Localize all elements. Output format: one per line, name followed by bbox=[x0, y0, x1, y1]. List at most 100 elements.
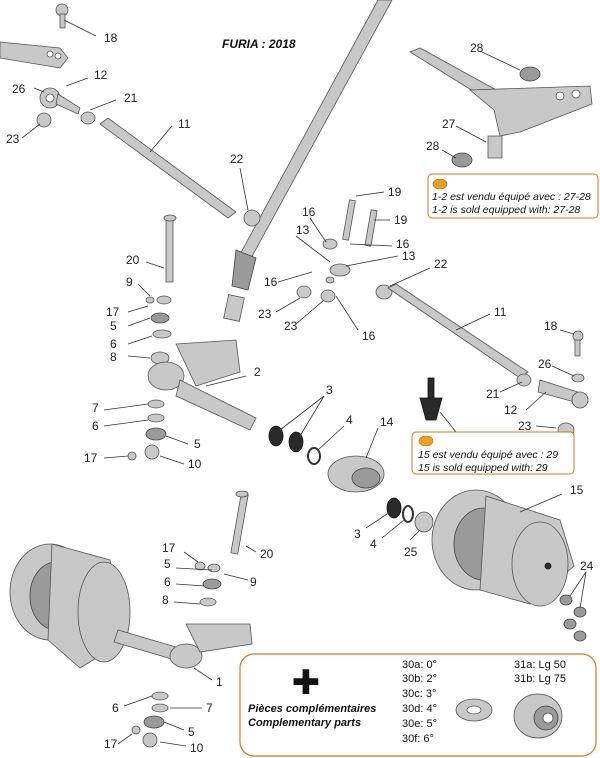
callout-4: 4 bbox=[346, 413, 353, 427]
callout-3: 3 bbox=[326, 383, 333, 397]
note-1-en: 1-2 is sold equipped with: 27-28 bbox=[432, 204, 580, 216]
callout-16-lower: 16 bbox=[362, 329, 376, 343]
tie-rod-left bbox=[99, 117, 237, 219]
hub-14 bbox=[327, 455, 385, 493]
note-box-2: 15 est vendu équipé avec : 29 15 is sold… bbox=[411, 431, 575, 475]
callout-17: 17 bbox=[106, 305, 120, 319]
steering-column bbox=[223, 0, 393, 322]
callout-19-lower: 19 bbox=[394, 213, 408, 227]
bearings-3 bbox=[268, 425, 321, 465]
callout-19: 19 bbox=[388, 185, 402, 199]
rod-end-right bbox=[537, 330, 589, 438]
callout-13: 13 bbox=[296, 223, 310, 237]
rod-end-top bbox=[36, 87, 96, 128]
callout-27: 27 bbox=[442, 117, 456, 131]
spindle-1 bbox=[113, 623, 253, 669]
callout-13-right: 13 bbox=[402, 249, 416, 263]
callout-18: 18 bbox=[104, 31, 118, 45]
callout-6-bottom: 6 bbox=[112, 701, 119, 715]
callout-20-low: 20 bbox=[260, 547, 274, 561]
wheel-15-right bbox=[431, 489, 575, 607]
callout-6: 6 bbox=[110, 337, 117, 351]
list-a-item: 30d: 4° bbox=[402, 703, 437, 715]
callout-24: 24 bbox=[580, 559, 594, 573]
callout-2: 2 bbox=[254, 365, 261, 379]
callout-21-right: 21 bbox=[486, 387, 500, 401]
callout-23-right: 23 bbox=[518, 419, 532, 433]
callout-15: 15 bbox=[570, 483, 584, 497]
callout-23: 23 bbox=[6, 132, 20, 146]
callout-25: 25 bbox=[404, 545, 418, 559]
kingpin-20-top bbox=[145, 214, 177, 365]
tie-rod-right bbox=[375, 283, 532, 387]
bolts-19 bbox=[342, 199, 378, 247]
callout-17-mid: 17 bbox=[84, 451, 98, 465]
wrench-icon bbox=[418, 435, 434, 447]
callout-labels: 18 26 12 21 23 11 22 28 27 28 19 19 16 1… bbox=[6, 31, 594, 755]
callout-28: 28 bbox=[470, 41, 484, 55]
callout-5-low: 5 bbox=[164, 557, 171, 571]
diagram-title: FURIA : 2018 bbox=[222, 37, 296, 51]
nuts-24 bbox=[559, 594, 587, 642]
bearings-right bbox=[386, 497, 434, 533]
callout-5-mid: 5 bbox=[194, 437, 201, 451]
callout-20: 20 bbox=[126, 253, 140, 267]
hub-icon bbox=[513, 693, 563, 739]
small-parts-bottom bbox=[131, 691, 169, 748]
callout-11: 11 bbox=[178, 117, 191, 131]
plus-icon: ✚ bbox=[292, 663, 321, 703]
note-box-1: 1-2 est vendu équipé avec : 27-28 1-2 is… bbox=[427, 173, 599, 219]
callout-7: 7 bbox=[92, 401, 99, 415]
callout-1: 1 bbox=[216, 675, 223, 689]
callout-22-right: 22 bbox=[434, 257, 448, 271]
camber-washer-icon bbox=[455, 698, 493, 722]
complementary-title-en: Complementary parts bbox=[248, 717, 361, 729]
callout-28-lower: 28 bbox=[426, 139, 440, 153]
callout-5: 5 bbox=[110, 319, 117, 333]
note-2-fr: 15 est vendu équipé avec : 29 bbox=[418, 449, 558, 461]
callout-5-bottom: 5 bbox=[188, 725, 195, 739]
list-a-item: 30c: 3° bbox=[402, 688, 436, 700]
callout-18-right: 18 bbox=[544, 319, 558, 333]
callout-9: 9 bbox=[126, 275, 133, 289]
callout-23-clamp: 23 bbox=[258, 307, 272, 321]
list-a-item: 30f: 6° bbox=[402, 733, 434, 745]
callout-8-low: 8 bbox=[162, 593, 169, 607]
complementary-parts-box: ✚ Pièces complémentaires Complementary p… bbox=[239, 653, 597, 757]
callout-26: 26 bbox=[12, 82, 26, 96]
list-a-item: 30a: 0° bbox=[402, 659, 437, 671]
callout-16-left: 16 bbox=[264, 275, 278, 289]
callout-12-right: 12 bbox=[504, 403, 518, 417]
callout-26-right: 26 bbox=[538, 357, 552, 371]
callout-10: 10 bbox=[188, 457, 202, 471]
callout-22: 22 bbox=[230, 152, 244, 166]
small-parts-left bbox=[127, 399, 167, 461]
callout-4-lower: 4 bbox=[370, 537, 377, 551]
callout-12: 12 bbox=[94, 68, 108, 82]
callout-21: 21 bbox=[124, 91, 138, 105]
note-2-en: 15 is sold equipped with: 29 bbox=[418, 462, 548, 474]
nut-22-left bbox=[243, 209, 261, 227]
callout-7-bottom: 7 bbox=[206, 701, 213, 715]
complementary-title-fr: Pièces complémentaires bbox=[248, 703, 376, 715]
note-1-fr: 1-2 est vendu équipé avec : 27-28 bbox=[432, 191, 591, 203]
callout-11-right: 11 bbox=[494, 305, 507, 319]
callout-3-lower: 3 bbox=[354, 527, 361, 541]
callout-6-mid: 6 bbox=[92, 419, 99, 433]
callout-17-low: 17 bbox=[162, 541, 176, 555]
valve-29 bbox=[419, 377, 443, 421]
callout-16-right: 16 bbox=[396, 237, 410, 251]
callout-9-low: 9 bbox=[250, 575, 257, 589]
steering-arm-fragment bbox=[0, 41, 69, 69]
list-b-item: 31a: Lg 50 bbox=[514, 659, 566, 671]
callout-17-bottom: 17 bbox=[104, 737, 118, 751]
list-a-item: 30e: 5° bbox=[402, 718, 437, 730]
callout-10-bottom: 10 bbox=[190, 741, 204, 755]
leader-lines bbox=[21, 19, 587, 747]
wrench-icon bbox=[432, 178, 448, 190]
callout-16: 16 bbox=[302, 205, 316, 219]
callout-14: 14 bbox=[380, 415, 394, 429]
list-b-item: 31b: Lg 75 bbox=[514, 673, 566, 685]
callout-8: 8 bbox=[110, 350, 117, 364]
